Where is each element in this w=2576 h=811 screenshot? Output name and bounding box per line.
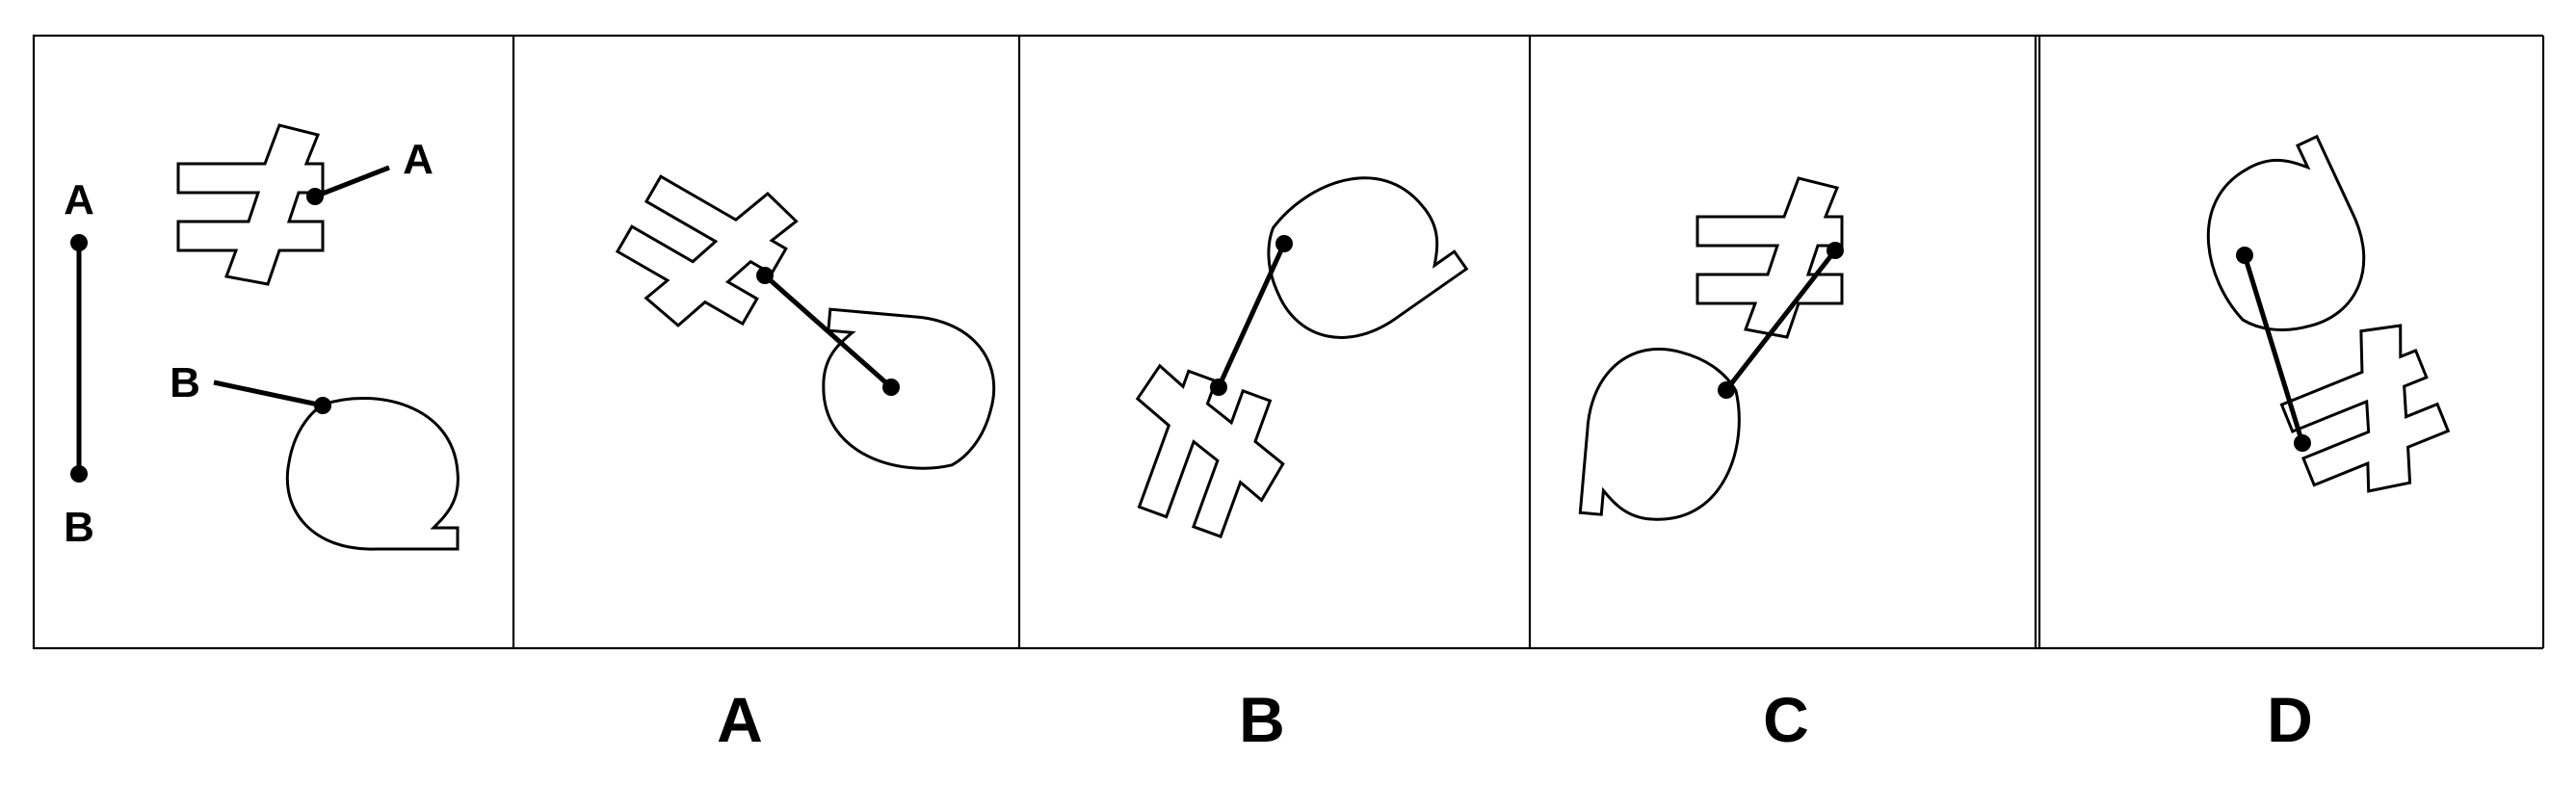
question-panel: A B A B xyxy=(64,123,460,551)
option-a-dot-2 xyxy=(882,379,900,396)
option-a-figure xyxy=(598,142,1002,477)
option-c-figure xyxy=(1578,176,1844,528)
option-c-connector xyxy=(1724,249,1837,392)
panel-strip xyxy=(32,34,2037,650)
option-c-dot-1 xyxy=(1827,242,1844,259)
option-b-figure xyxy=(1101,144,1469,550)
option-a-hash xyxy=(598,142,807,354)
segment-label-a: A xyxy=(64,176,94,223)
option-d-dot-1 xyxy=(2236,247,2253,264)
option-d-connector xyxy=(2242,254,2305,444)
loop-label-b: B xyxy=(170,359,200,406)
option-a-label[interactable]: A xyxy=(717,684,763,755)
option-d-label[interactable]: D xyxy=(2267,684,2313,755)
option-b-connector xyxy=(1216,242,1287,389)
segment-label-b: B xyxy=(64,504,94,551)
option-c-label[interactable]: C xyxy=(1763,684,1809,755)
option-a-dot-1 xyxy=(756,267,774,284)
option-a-connector xyxy=(763,274,893,389)
option-c-loop xyxy=(1578,341,1748,528)
option-b-hash xyxy=(1101,356,1303,550)
option-b-dot-1 xyxy=(1210,379,1227,396)
panel-frames xyxy=(32,34,2545,650)
option-d-figure xyxy=(2178,134,2462,518)
option-c-dot-2 xyxy=(1718,381,1735,399)
loop-anchor-dot xyxy=(314,397,331,414)
option-d-dot-2 xyxy=(2294,434,2311,452)
hash-connector xyxy=(314,165,390,199)
hash-anchor-dot xyxy=(306,188,324,205)
segment-point-b xyxy=(70,465,88,483)
option-c-hash xyxy=(1695,176,1844,339)
loop-connector xyxy=(213,379,324,408)
option-d-loop xyxy=(2178,134,2391,356)
hash-shape xyxy=(176,123,325,286)
option-a-loop xyxy=(815,307,1002,477)
option-b-dot-2 xyxy=(1275,235,1293,252)
hash-label-a: A xyxy=(403,136,434,183)
option-b-label[interactable]: B xyxy=(1239,684,1285,755)
loop-shape xyxy=(285,396,460,551)
segment-point-a xyxy=(70,234,88,251)
option-b-loop xyxy=(1239,144,1469,369)
